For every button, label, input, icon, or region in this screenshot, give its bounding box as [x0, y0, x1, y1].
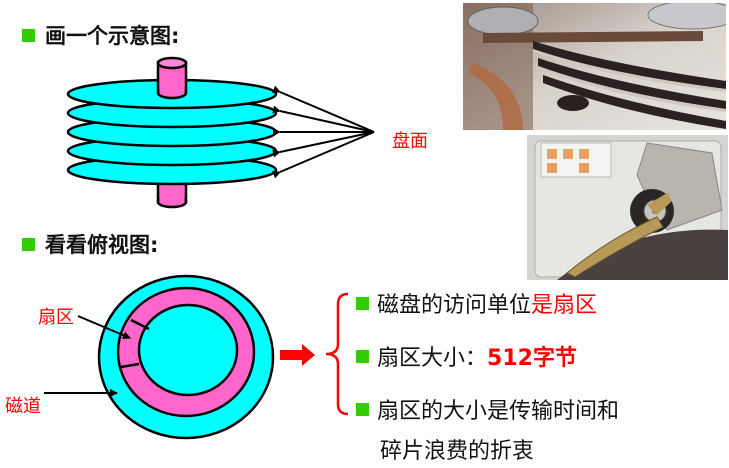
- photo-platters: [463, 3, 726, 130]
- surface-arrows: [271, 85, 375, 179]
- point-access-unit: 磁盘的访问单位是扇区: [356, 287, 597, 319]
- photo-actuator: [527, 135, 728, 280]
- sector-arrow: [77, 315, 131, 339]
- bullet-icon: [356, 402, 369, 416]
- point-tradeoff: 扇区的大小是传输时间和: [356, 393, 619, 425]
- heading-schematic: 画一个示意图:: [22, 20, 179, 50]
- bullet-icon: [356, 349, 369, 363]
- bullet-icon: [356, 296, 369, 310]
- sector-label: 扇区: [38, 307, 74, 328]
- point-3-text: 扇区的大小是传输时间和: [377, 399, 620, 424]
- heading-top-view: 看看俯视图:: [22, 229, 158, 259]
- heading-top-view-text: 看看俯视图:: [45, 233, 159, 257]
- point-2-highlight: 512字节: [487, 346, 577, 371]
- heading-schematic-text: 画一个示意图:: [45, 24, 180, 48]
- point-tradeoff-continuation: 碎片浪费的折衷: [380, 433, 534, 465]
- platter-stack-diagram: [66, 56, 375, 209]
- point-1-text: 磁盘的访问单位: [377, 293, 532, 318]
- bullet-icon: [22, 28, 35, 42]
- red-arrow-icon: [280, 344, 315, 366]
- point-3-continuation: 碎片浪费的折衷: [380, 439, 535, 464]
- sector-divider-2: [120, 362, 140, 369]
- track-label: 磁道: [5, 396, 41, 417]
- top-view-diagram: [44, 274, 275, 440]
- point-2-text: 扇区大小：: [377, 346, 488, 371]
- bullet-icon: [22, 237, 35, 251]
- spindle-top: [156, 56, 188, 100]
- point-1-highlight: 是扇区: [531, 293, 598, 318]
- sector-divider-1: [130, 318, 150, 331]
- surface-label: 盘面: [392, 131, 428, 152]
- inner-area: [137, 303, 239, 397]
- point-sector-size: 扇区大小：512字节: [356, 340, 577, 372]
- brace-icon: [325, 292, 349, 416]
